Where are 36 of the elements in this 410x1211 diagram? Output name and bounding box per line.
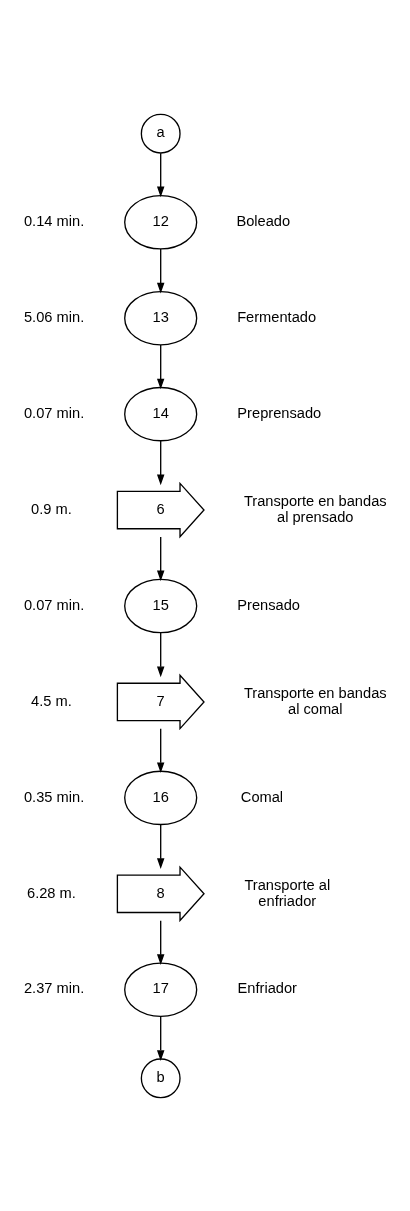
node-label: 0.35 min. <box>23 788 85 805</box>
node-label: 6.28 m. <box>27 884 76 901</box>
node-ellipse: 15 <box>124 578 198 633</box>
node-ellipse: 12 <box>124 194 198 250</box>
node-label: Boleado <box>236 212 291 229</box>
node-label: Prensado <box>237 596 300 613</box>
arrow <box>156 152 165 197</box>
node-label: Transporte en bandas al comal <box>243 684 387 717</box>
node-label: 0.9 m. <box>31 500 72 517</box>
node-label: 4.5 m. <box>31 692 72 709</box>
arrow <box>156 1015 165 1061</box>
node-label: 0.14 min. <box>23 212 85 229</box>
node-label: 0.07 min. <box>23 404 85 421</box>
node-label: Preprensado <box>237 404 322 421</box>
node-label: Transporte en bandas al prensado <box>243 492 387 525</box>
arrow <box>156 919 165 965</box>
node-label: Fermentado <box>237 308 317 325</box>
node-label: 5.06 min. <box>23 308 85 325</box>
node-label: 2.37 min. <box>23 979 85 996</box>
node-circle: b <box>140 1057 181 1098</box>
node-label: Transporte al enfriador <box>244 876 331 909</box>
node-ellipse: 16 <box>124 770 198 825</box>
node-ellipse: 17 <box>124 961 198 1017</box>
arrow <box>156 727 165 773</box>
arrow <box>156 343 165 389</box>
node-label: 0.07 min. <box>23 596 85 613</box>
arrow <box>156 631 165 677</box>
arrow <box>156 247 165 293</box>
node-ellipse: 14 <box>124 386 198 441</box>
node-ellipse: 13 <box>124 290 198 345</box>
arrow <box>156 439 165 485</box>
node-label: Comal <box>240 788 284 805</box>
node-circle: a <box>140 113 181 154</box>
arrow <box>156 535 165 581</box>
arrow <box>156 823 165 869</box>
node-label: Enfriador <box>237 979 297 996</box>
